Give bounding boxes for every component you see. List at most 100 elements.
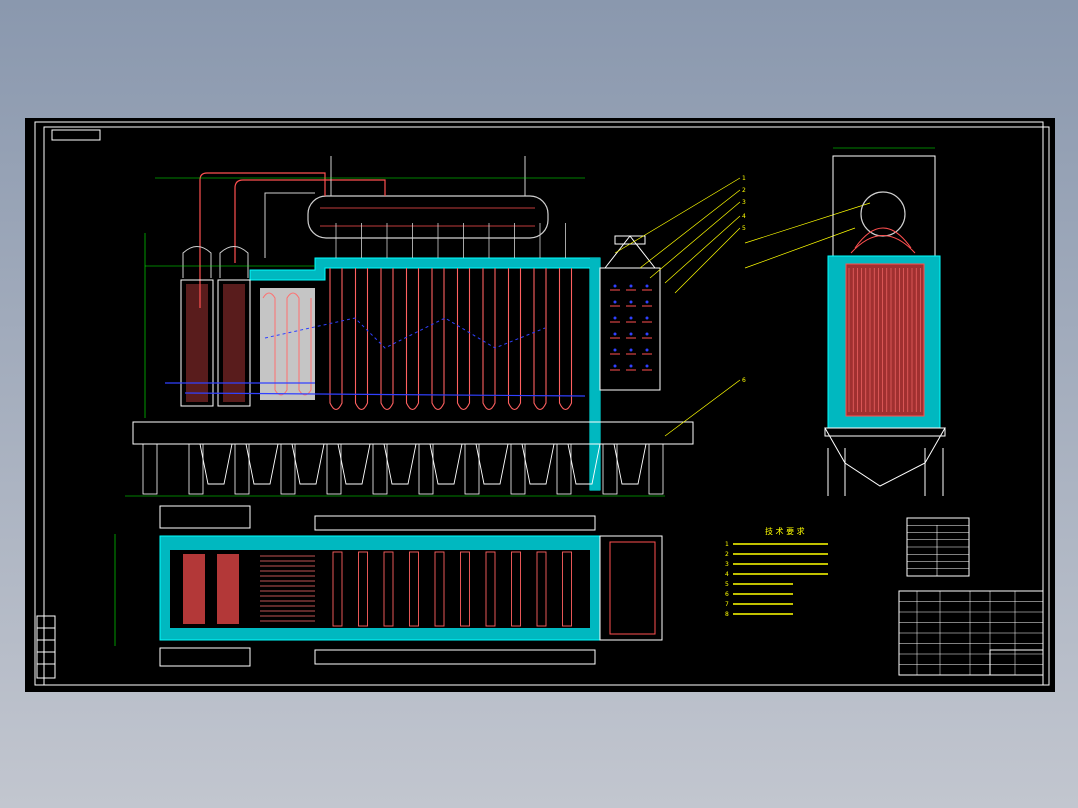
tube-loop (482, 268, 496, 411)
air-flow-mark (629, 332, 633, 336)
spec-table (906, 517, 970, 577)
note-number: 3 (725, 561, 729, 568)
support-leg (556, 443, 572, 495)
note-number: 5 (725, 581, 729, 588)
support-leg (142, 443, 158, 495)
steam-drum (307, 195, 549, 239)
front-elevation (125, 156, 694, 497)
leader-line (744, 202, 871, 244)
ash-hopper (567, 443, 601, 485)
tube-loop (405, 268, 420, 411)
support-leg (372, 443, 388, 495)
air-flow-mark (613, 300, 617, 304)
notes-title: 技 术 要 求 (765, 526, 805, 536)
ash-hopper (383, 443, 417, 485)
boiler-drawing: 1 2 3 4 5 6 技 术 要 求 1 2 3 4 5 6 7 8 (34, 121, 1050, 686)
note-number: 1 (725, 541, 729, 548)
support-leg (188, 443, 204, 495)
air-flow-mark (645, 284, 649, 288)
drawing-number-box (51, 129, 101, 141)
air-flow-mark (645, 332, 649, 336)
tube-loop (329, 268, 343, 411)
drum-section (860, 191, 906, 237)
air-heater (599, 235, 661, 391)
ash-hopper (291, 443, 325, 485)
air-flow-mark (629, 316, 633, 320)
support-leg (648, 443, 664, 495)
leader-line (664, 215, 741, 284)
leader-label: 3 (742, 199, 746, 206)
tube-loop (431, 268, 445, 411)
support-leg (602, 443, 618, 495)
leader-label: 6 (742, 377, 746, 384)
air-flow-mark (629, 364, 633, 368)
support-leg (280, 443, 296, 495)
ash-hopper (475, 443, 509, 485)
air-flow-mark (629, 284, 633, 288)
plan-tube (460, 551, 470, 627)
plan-tube (562, 551, 572, 627)
note-number: 4 (725, 571, 729, 578)
revision-strip (36, 615, 56, 679)
leader-line (649, 201, 741, 279)
leader-label: 1 (742, 175, 746, 182)
support-leg (464, 443, 480, 495)
air-flow-mark (613, 332, 617, 336)
leader-label: 2 (742, 187, 746, 194)
economizer-coil (260, 288, 315, 400)
leader-line (664, 379, 741, 437)
plan-tube (409, 551, 419, 627)
leader-label: 4 (742, 213, 746, 220)
support-leg (234, 443, 250, 495)
side-section (824, 147, 946, 496)
leader-line (744, 227, 856, 269)
note-number: 2 (725, 551, 729, 558)
side-hopper (824, 427, 946, 487)
air-flow-mark (645, 316, 649, 320)
ash-hopper (521, 443, 555, 485)
leader-label: 5 (742, 225, 746, 232)
ash-hopper (337, 443, 371, 485)
air-flow-mark (629, 348, 633, 352)
plan-tube (511, 551, 521, 627)
tube-loops (329, 223, 573, 411)
support-leg (510, 443, 526, 495)
side-tube-bank (845, 263, 925, 417)
tube-loop (380, 268, 394, 411)
leader-line (639, 189, 741, 269)
plan-tube (536, 551, 547, 627)
note-number: 8 (725, 611, 729, 618)
base-platform (125, 421, 694, 497)
plan-tube (358, 551, 368, 627)
air-flow-mark (613, 364, 617, 368)
leader-lines: 1 2 3 4 5 6 (614, 175, 871, 437)
cad-viewport[interactable]: 1 2 3 4 5 6 技 术 要 求 1 2 3 4 5 6 7 8 (25, 118, 1055, 692)
air-flow-mark (645, 300, 649, 304)
note-number: 6 (725, 591, 729, 598)
support-leg (418, 443, 434, 495)
air-flow-mark (645, 348, 649, 352)
note-number: 7 (725, 601, 729, 608)
tube-loop (456, 268, 471, 411)
support-leg (326, 443, 342, 495)
air-flow-mark (613, 284, 617, 288)
leader-line (674, 227, 741, 294)
air-flow-mark (613, 348, 617, 352)
air-flow-mark (613, 316, 617, 320)
plan-tube (332, 551, 343, 627)
tube-loop (533, 268, 547, 411)
ash-hopper (245, 443, 279, 485)
tube-loop (558, 268, 573, 411)
air-flow-mark (629, 300, 633, 304)
title-block (898, 590, 1044, 676)
tube-loop (354, 268, 369, 411)
ash-hopper (429, 443, 463, 485)
ash-hopper (613, 443, 647, 485)
plan-tube (434, 551, 445, 627)
plan-tube (383, 551, 394, 627)
inner-frame (43, 126, 1050, 686)
tube-loop (507, 268, 522, 411)
technical-notes: 技 术 要 求 1 2 3 4 5 6 7 8 (725, 526, 828, 618)
superheater-headers (180, 246, 251, 407)
plan-view (114, 505, 663, 667)
